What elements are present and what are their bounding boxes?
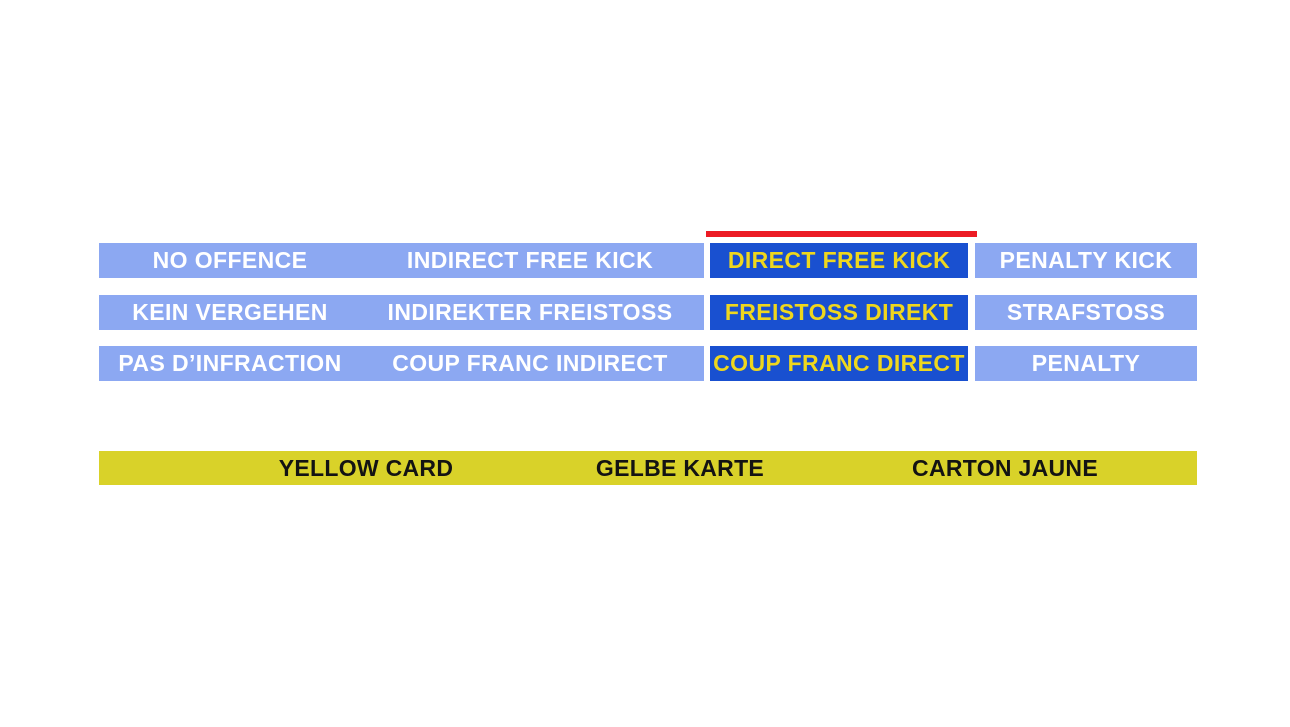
- option-direct-free-kick[interactable]: DIRECT FREE KICK: [710, 243, 968, 278]
- option-strafstoss[interactable]: STRAFSTOSS: [975, 295, 1197, 330]
- option-coup-franc-direct[interactable]: COUP FRANC DIRECT: [710, 346, 968, 381]
- option-kein-vergehen[interactable]: KEIN VERGEHEN: [132, 299, 328, 325]
- selected-column-indicator: [706, 231, 977, 237]
- yellow-card-label-english: YELLOW CARD: [278, 455, 454, 481]
- yellow-card-bar[interactable]: YELLOW CARD GELBE KARTE CARTON JAUNE: [99, 451, 1197, 485]
- yellow-card-label-french: CARTON JAUNE: [912, 455, 1098, 481]
- option-penalty[interactable]: PENALTY: [975, 346, 1197, 381]
- answer-row-english-left-segment: NO OFFENCE INDIRECT FREE KICK: [99, 243, 704, 278]
- yellow-card-label-german: GELBE KARTE: [595, 455, 765, 481]
- answer-row-german-left-segment: KEIN VERGEHEN INDIREKTER FREISTOSS: [99, 295, 704, 330]
- option-indirekter-freistoss[interactable]: INDIREKTER FREISTOSS: [387, 299, 673, 325]
- answer-row-french: PAS D’INFRACTION COUP FRANC INDIRECT COU…: [99, 346, 1197, 381]
- option-strafstoss-label: STRAFSTOSS: [1006, 299, 1166, 325]
- option-direct-free-kick-label: DIRECT FREE KICK: [727, 247, 951, 273]
- option-indirect-free-kick[interactable]: INDIRECT FREE KICK: [406, 247, 654, 273]
- option-penalty-kick[interactable]: PENALTY KICK: [975, 243, 1197, 278]
- option-coup-franc-direct-label: COUP FRANC DIRECT: [713, 350, 965, 376]
- option-penalty-kick-label: PENALTY KICK: [999, 247, 1173, 273]
- option-no-offence[interactable]: NO OFFENCE: [152, 247, 308, 273]
- option-coup-franc-indirect[interactable]: COUP FRANC INDIRECT: [392, 350, 668, 376]
- option-freistoss-direkt[interactable]: FREISTOSS DIREKT: [710, 295, 968, 330]
- answer-row-french-left-segment: PAS D’INFRACTION COUP FRANC INDIRECT: [99, 346, 704, 381]
- answer-row-english: NO OFFENCE INDIRECT FREE KICK DIRECT FRE…: [99, 243, 1197, 278]
- answer-row-german: KEIN VERGEHEN INDIREKTER FREISTOSS FREIS…: [99, 295, 1197, 330]
- option-pas-d-infraction[interactable]: PAS D’INFRACTION: [118, 350, 342, 376]
- option-freistoss-direkt-label: FREISTOSS DIREKT: [724, 299, 954, 325]
- option-penalty-label: PENALTY: [1031, 350, 1141, 376]
